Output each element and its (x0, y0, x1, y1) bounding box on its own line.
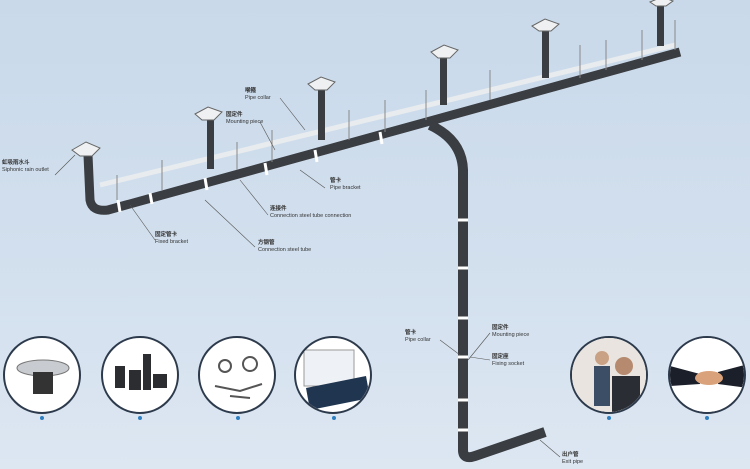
dot-marker (236, 416, 240, 420)
product-documents (294, 336, 372, 414)
dot-marker (705, 416, 709, 420)
vertical-pipe (427, 120, 547, 463)
label-cn: 连接件 (270, 206, 287, 212)
label-cn: 方钢管 (258, 240, 275, 246)
pipe-fittings-icon (115, 354, 167, 390)
label-en: Mounting piece (226, 119, 264, 125)
label-cn: 管卡 (405, 330, 417, 336)
label-en: Fixing socket (492, 361, 525, 367)
rain-outlet-icon (16, 359, 70, 394)
brackets-icon (214, 356, 263, 399)
label-en: Siphonic rain outlet (2, 167, 49, 173)
product-team (570, 336, 648, 414)
label-en: Fixed bracket (155, 239, 189, 245)
label-cn: 喉箍 (245, 88, 257, 94)
label-cn: 固定管卡 (155, 232, 178, 238)
dot-marker (332, 416, 336, 420)
steel-tube (99, 42, 676, 188)
label-en: Mounting piece (492, 332, 530, 338)
product-handshake (668, 336, 746, 414)
label-en: Pipe collar (405, 337, 431, 343)
label-cn: 虹吸雨水斗 (2, 160, 30, 166)
hanger-rods (116, 20, 676, 200)
label-en: Exit pipe (562, 459, 584, 465)
dot-marker (40, 416, 44, 420)
dot-marker (138, 416, 142, 420)
horizontal-pipe (83, 47, 682, 215)
label-cn: 出户管 (562, 452, 579, 458)
label-en: Pipe bracket (330, 185, 361, 191)
product-rain-outlet (3, 336, 81, 414)
dot-marker (607, 416, 611, 420)
label-cn: 固定件 (492, 325, 509, 331)
product-pipe-fittings (101, 336, 179, 414)
leader-lines (54, 97, 561, 458)
label-cn: 管卡 (330, 178, 342, 184)
pipe-collars (116, 131, 468, 432)
product-brackets (198, 336, 276, 414)
rain-outlets (207, 2, 664, 169)
label-cn: 固定件 (226, 112, 243, 118)
label-en: Connection steel tube connection (270, 213, 352, 219)
handshake-icon (670, 338, 744, 412)
label-en: Connection steel tube (258, 247, 312, 253)
documents-icon (303, 349, 370, 410)
outlet-heads (71, 0, 675, 157)
team-photo-icon (572, 338, 646, 412)
label-cn: 固定座 (492, 354, 509, 360)
label-en: Pipe collar (245, 95, 271, 101)
